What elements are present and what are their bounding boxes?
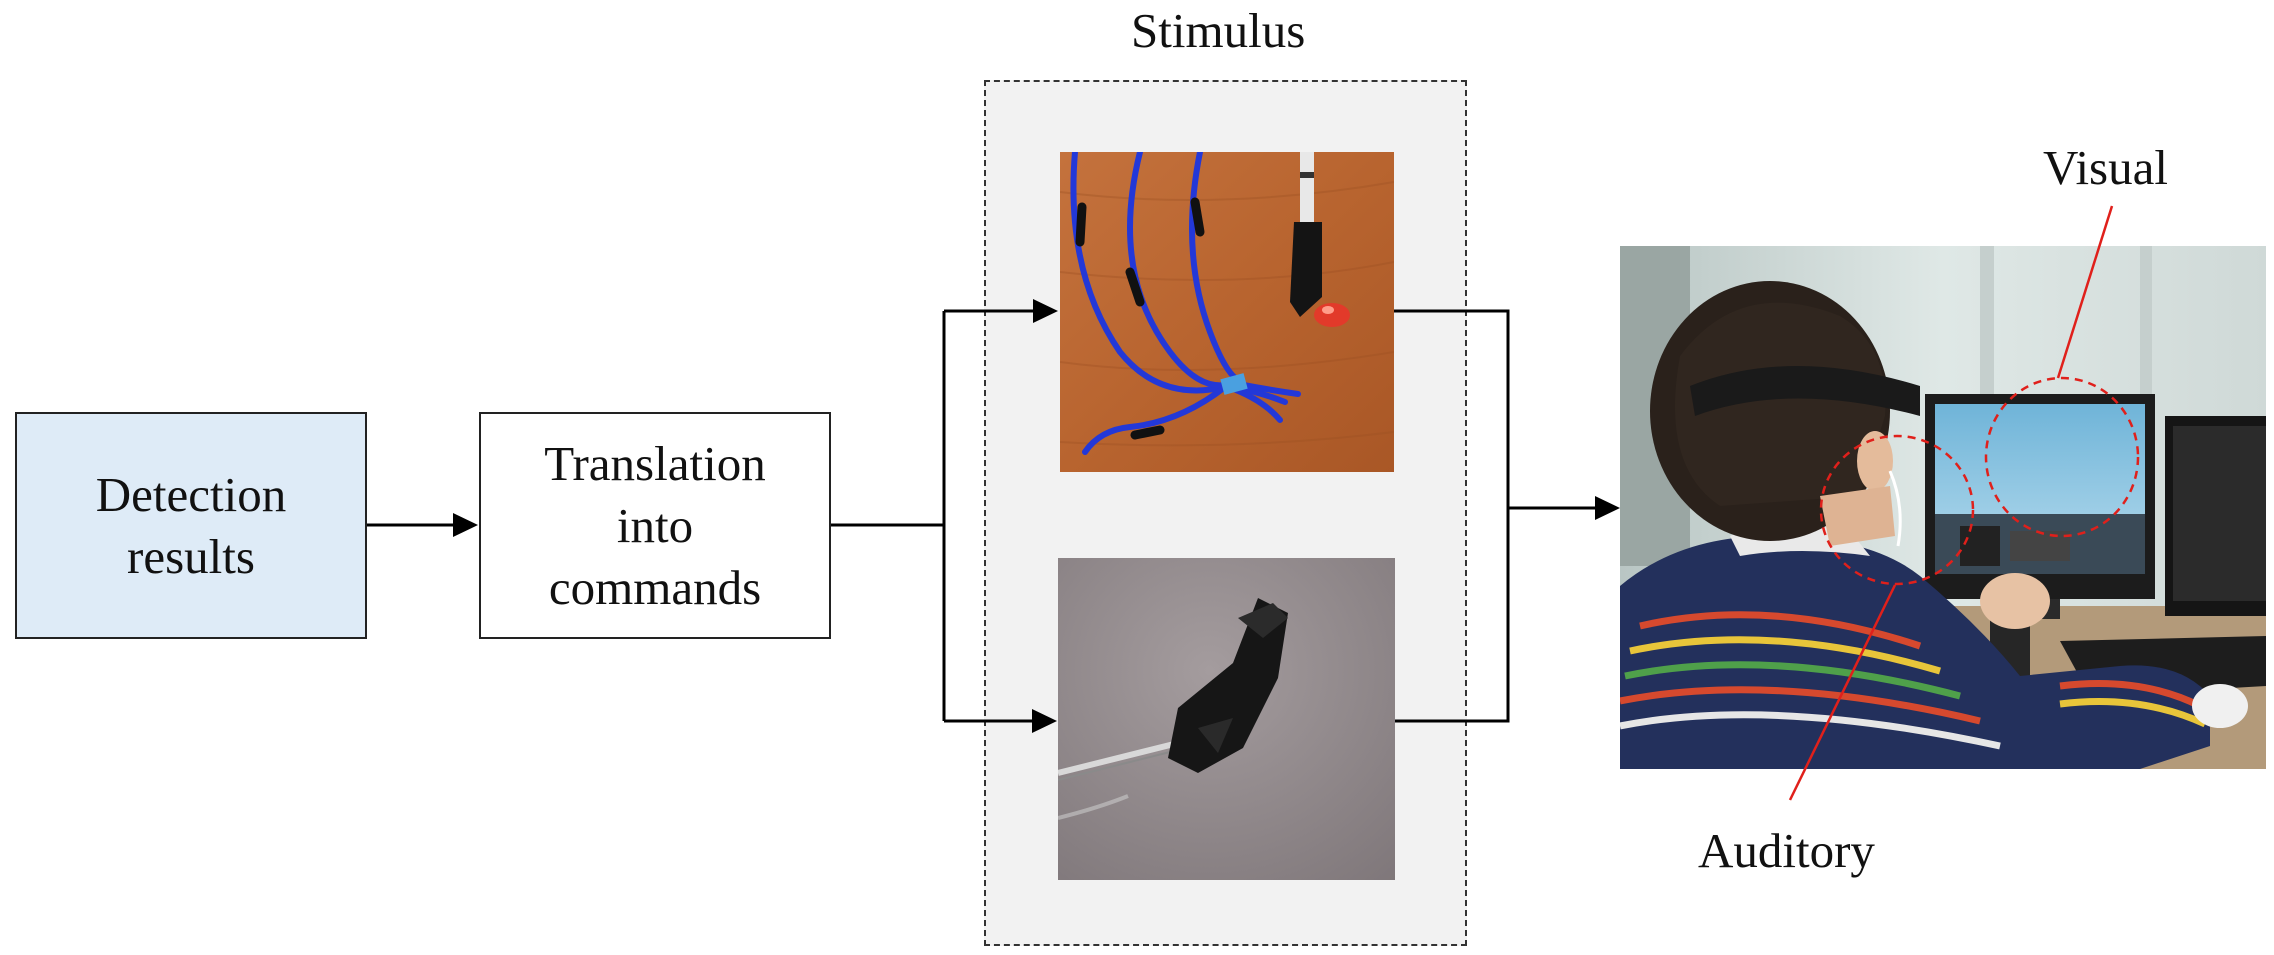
arrowhead-translation (453, 513, 478, 537)
stimulus-label: Stimulus (1131, 3, 1306, 58)
translation-line-1: Translation (544, 435, 766, 491)
detection-line-2: results (127, 528, 255, 584)
translation-line-3: commands (548, 559, 762, 615)
translation-line-2: into (616, 497, 694, 553)
arrowhead-subject (1595, 496, 1620, 520)
detection-results-box: Detection results (15, 412, 367, 639)
translation-box: Translation into commands (479, 412, 831, 639)
led-stimulator-photo (1060, 152, 1394, 472)
visual-label: Visual (2043, 140, 2168, 195)
auditory-label: Auditory (1698, 823, 1875, 878)
earphone-stimulator-photo (1058, 558, 1395, 880)
detection-line-1: Detection (95, 466, 287, 522)
subject-setup-photo (1620, 246, 2266, 769)
